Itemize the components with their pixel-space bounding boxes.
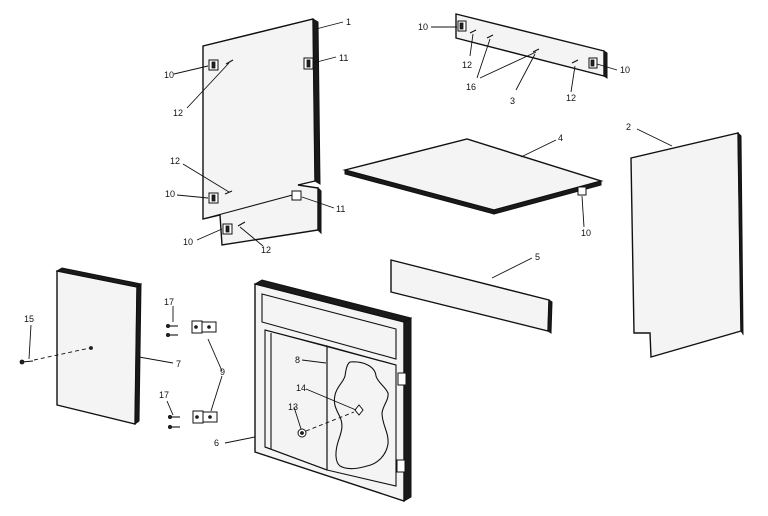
callout-10-d: 10	[165, 189, 175, 199]
callout-12-b: 12	[170, 156, 180, 166]
callout-labels: 1 2 3 4 5 6 7 8 9 10 10 10 10 10 10 11 1…	[24, 17, 631, 448]
callout-7: 7	[176, 359, 181, 369]
callout-12-c: 12	[261, 245, 271, 255]
part-2-back-panel	[630, 131, 744, 358]
dowel-16-a	[486, 34, 494, 39]
callout-10-e: 10	[183, 237, 193, 247]
callout-2: 2	[626, 122, 631, 132]
screws	[19, 323, 180, 429]
callout-11-a: 11	[339, 53, 348, 63]
callout-11-b: 11	[336, 204, 345, 214]
cam-11-b	[291, 190, 302, 201]
part-1-hardware	[208, 57, 314, 235]
catch-14	[354, 404, 364, 416]
callout-17-b: 17	[159, 390, 169, 400]
cam-10-f	[577, 186, 587, 196]
callout-12-e: 12	[566, 93, 576, 103]
dowel-12-e	[571, 59, 579, 64]
callout-3: 3	[510, 96, 515, 106]
dowel-16-b	[532, 48, 540, 53]
callout-10-c: 10	[620, 65, 630, 75]
dowel-12-d	[469, 29, 477, 34]
frame-clip-a	[397, 372, 407, 386]
callout-14: 14	[296, 383, 306, 393]
dowel-12-a	[225, 59, 234, 65]
callout-16: 16	[466, 82, 476, 92]
callout-15: 15	[24, 314, 34, 324]
part-5-kick-plate	[390, 259, 553, 334]
callout-10-a: 10	[164, 70, 174, 80]
callout-12-d: 12	[462, 60, 472, 70]
callout-6: 6	[214, 438, 219, 448]
part-6-face-frame	[253, 279, 413, 502]
callout-8: 8	[295, 355, 300, 365]
callout-5: 5	[535, 252, 540, 262]
part-3-top-rail	[455, 13, 608, 79]
part-1-side-panel	[202, 18, 322, 246]
assembly-lines	[33, 347, 355, 432]
callout-10-b: 10	[418, 22, 428, 32]
frame-clip-b	[396, 459, 406, 473]
part-7-door	[55, 267, 143, 426]
dowel-12-b	[224, 190, 233, 195]
part-4-bottom-shelf	[342, 138, 604, 215]
callout-10-f: 10	[581, 228, 591, 238]
callout-1: 1	[346, 17, 351, 27]
callout-17-a: 17	[164, 297, 174, 307]
callout-12-a: 12	[173, 108, 183, 118]
part-9-hinges	[191, 320, 218, 424]
dowel-12-c	[237, 221, 246, 227]
leader-lines	[28, 21, 673, 444]
callout-9: 9	[220, 367, 225, 377]
callout-4: 4	[558, 133, 563, 143]
callout-13: 13	[288, 402, 298, 412]
